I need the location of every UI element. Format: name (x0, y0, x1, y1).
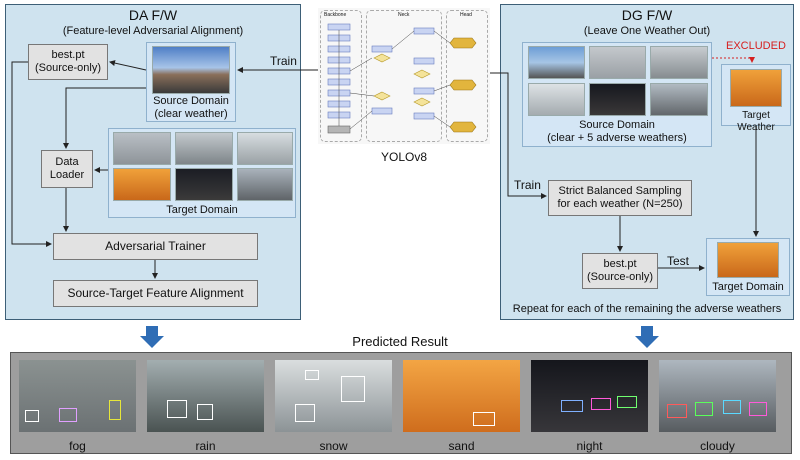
result-label-cloudy: cloudy (700, 439, 735, 453)
dg-title: DG F/W (621, 7, 673, 23)
dg-excluded: EXCLUDED (726, 40, 786, 52)
da-source-sub: (clear weather) (154, 108, 228, 120)
dg-repeat-note: Repeat for each of the remaining the adv… (512, 303, 782, 315)
predicted-result-title: Predicted Result (352, 334, 448, 349)
yolo-backbone: Backbone (324, 12, 347, 18)
bestpt-to-trainer-arrow (11, 61, 52, 247)
dg-target-domain-label: Target Domain (712, 281, 784, 293)
yolo-diagram: Backbone Neck Head (318, 8, 490, 144)
dg-source-snow (528, 83, 585, 116)
result-label-snow: snow (319, 439, 348, 453)
yolo-backbone-col (320, 10, 362, 142)
da-data-loader-2: Loader (49, 169, 85, 181)
dg-source-night (589, 83, 646, 116)
dg-source-sub: (clear + 5 adverse weathers) (547, 132, 687, 144)
da-target-sand (113, 168, 171, 201)
dg-best-pt: best.pt (603, 257, 637, 270)
yolo-neck: Neck (398, 12, 410, 18)
dg-source-clear (528, 46, 585, 79)
da-source-domain: Source Domain (clear weather) (146, 42, 236, 122)
source-to-bestpt-arrow (109, 60, 147, 71)
result-label-rain: rain (195, 439, 216, 453)
dg-target-weather-image (730, 69, 782, 107)
da-target-cloudy (237, 168, 293, 201)
dg-source-rain (650, 46, 708, 79)
dg-target-domain-image (717, 242, 779, 278)
result-label-fog: fog (69, 439, 86, 453)
da-feature-alignment: Source-Target Feature Alignment (53, 280, 258, 307)
train-arrow-dg (490, 72, 547, 199)
da-best-pt-box: best.pt (Source-only) (28, 44, 108, 80)
dg-source-cloudy (650, 83, 708, 116)
dg-test-label: Test (667, 254, 690, 268)
dg-best-pt-sub: (Source-only) (586, 271, 654, 283)
da-target-night (175, 168, 233, 201)
da-target-rain (175, 132, 233, 165)
da-data-loader-1: Data (55, 155, 79, 168)
da-adversarial-trainer: Adversarial Trainer (53, 233, 258, 260)
result-label-night: night (576, 439, 603, 453)
dg-source-fog (589, 46, 646, 79)
da-target-domain: Target Domain (108, 128, 296, 218)
da-data-loader: Data Loader (41, 150, 93, 188)
result-snow-image (275, 360, 392, 432)
result-label-sand: sand (448, 439, 475, 453)
dg-target-domain: Target Domain (706, 238, 790, 296)
da-target-fog (113, 132, 171, 165)
result-cloudy-image (659, 360, 776, 432)
yolo-caption: YOLOv8 (380, 150, 428, 164)
dg-train-label: Train (514, 178, 541, 192)
dg-source-domain: Source Domain (clear + 5 adverse weather… (522, 42, 712, 147)
da-target-label: Target Domain (166, 204, 238, 216)
result-rain-image (147, 360, 264, 432)
da-source-label: Source Domain (153, 95, 229, 107)
source-to-loader-arrow (63, 87, 146, 149)
result-sand-image (403, 360, 520, 432)
yolo-blocks (327, 23, 477, 134)
dg-best-pt-box: best.pt (Source-only) (582, 253, 658, 289)
da-train-label: Train (270, 54, 297, 68)
yolo-neck-col (366, 10, 442, 142)
dg-result-arrow (635, 326, 659, 348)
da-best-pt: best.pt (51, 48, 85, 61)
da-subtitle: (Feature-level Adversarial Alignment) (62, 25, 244, 37)
result-night-image (531, 360, 648, 432)
excluded-arrow (712, 57, 755, 63)
da-result-arrow (140, 326, 164, 348)
dg-balanced-sampling: Strict Balanced Sampling for each weathe… (548, 180, 692, 216)
predicted-result-strip: fog rain snow sand night cloudy (10, 352, 792, 454)
dg-subtitle: (Leave One Weather Out) (583, 25, 711, 37)
yolo-head: Head (460, 12, 472, 18)
da-title: DA F/W (128, 7, 178, 23)
dg-source-label: Source Domain (579, 119, 655, 131)
result-fog-image (19, 360, 136, 432)
da-best-pt-sub: (Source-only) (34, 62, 102, 74)
da-target-snow (237, 132, 293, 165)
da-source-image (152, 46, 230, 94)
yolo-head-col (446, 10, 488, 142)
